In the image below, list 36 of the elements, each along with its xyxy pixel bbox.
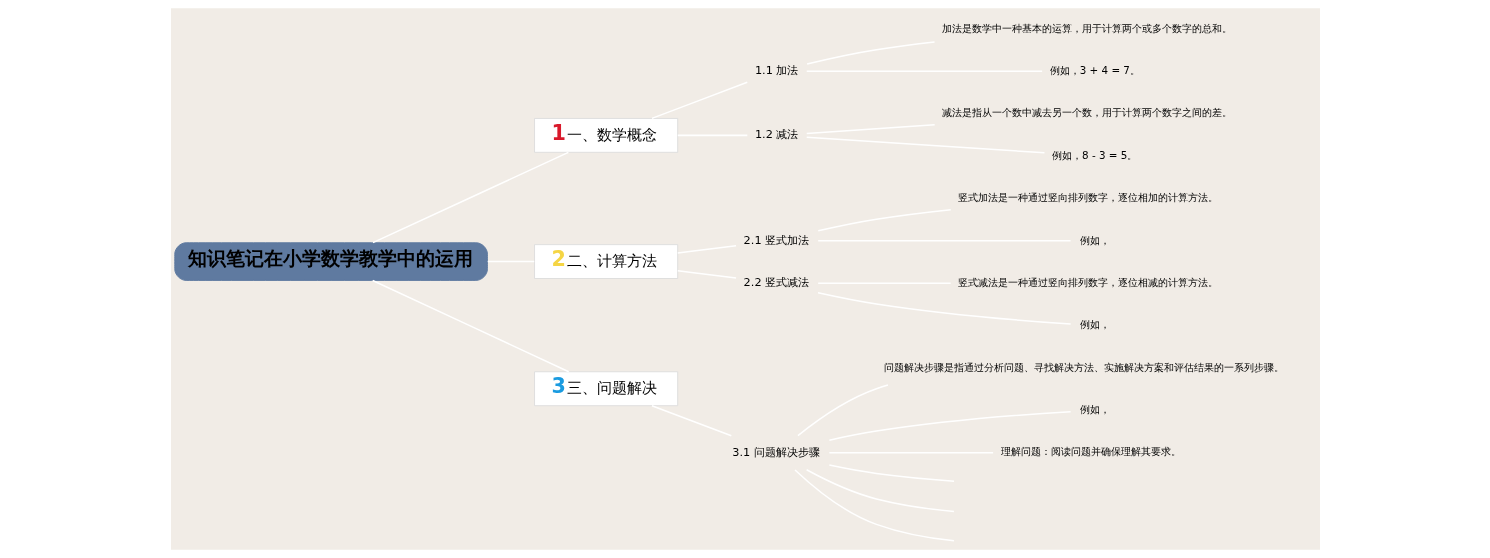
node-text: 竖式减法是一种通过竖向排列数字，逐位相减的计算方法。 [957, 275, 1218, 288]
connector [805, 123, 935, 135]
connector [796, 384, 889, 437]
connector [371, 151, 569, 244]
connector [828, 411, 1071, 441]
node-text: 例如， [1079, 318, 1110, 331]
node-text: 2.1 竖式加法 [743, 233, 809, 247]
connector [650, 81, 748, 120]
node-text: 问题解决步骤是指通过分析问题、寻找解决方法、实施解决方案和评估结果的一系列步骤。 [883, 360, 1284, 373]
node-text: 例如， [1079, 233, 1110, 246]
node-text: 1.2 减法 [754, 128, 798, 142]
connector [805, 136, 1045, 154]
node-text: 例如，8 - 3 = 5。 [1051, 148, 1137, 161]
node-text: 例如， [1079, 403, 1110, 416]
node-text: 3.1 问题解决步骤 [731, 445, 820, 459]
node-text: 例如，3 + 4 = 7。 [1049, 63, 1140, 76]
node-text: 1.1 加法 [754, 64, 798, 78]
connector [676, 269, 737, 279]
node-text: 加法是数学中一种基本的运算，用于计算两个或多个数字的总和。 [941, 21, 1232, 34]
connector [828, 464, 955, 482]
connector [793, 469, 955, 542]
node-text: 理解问题：阅读问题并确保理解其要求。 [1000, 445, 1181, 458]
connector [650, 404, 732, 437]
node-box: 2二、计算方法 [533, 244, 678, 279]
node-text: 竖式加法是一种通过竖向排列数字，逐位相加的计算方法。 [957, 191, 1218, 204]
node-text: 2.2 竖式减法 [743, 276, 809, 290]
connector [676, 245, 737, 254]
node-box: 知识笔记在小学数学教学中的运用 [173, 242, 488, 281]
node-box: 3三、问题解决 [533, 371, 678, 407]
node-box: 1一、数学概念 [533, 117, 678, 153]
node-text: 减法是指从一个数中减去另一个数，用于计算两个数字之间的差。 [941, 106, 1232, 119]
connector [805, 468, 955, 513]
connector [817, 208, 952, 232]
connector [805, 41, 935, 65]
connector [816, 291, 1071, 325]
connector [371, 279, 569, 373]
